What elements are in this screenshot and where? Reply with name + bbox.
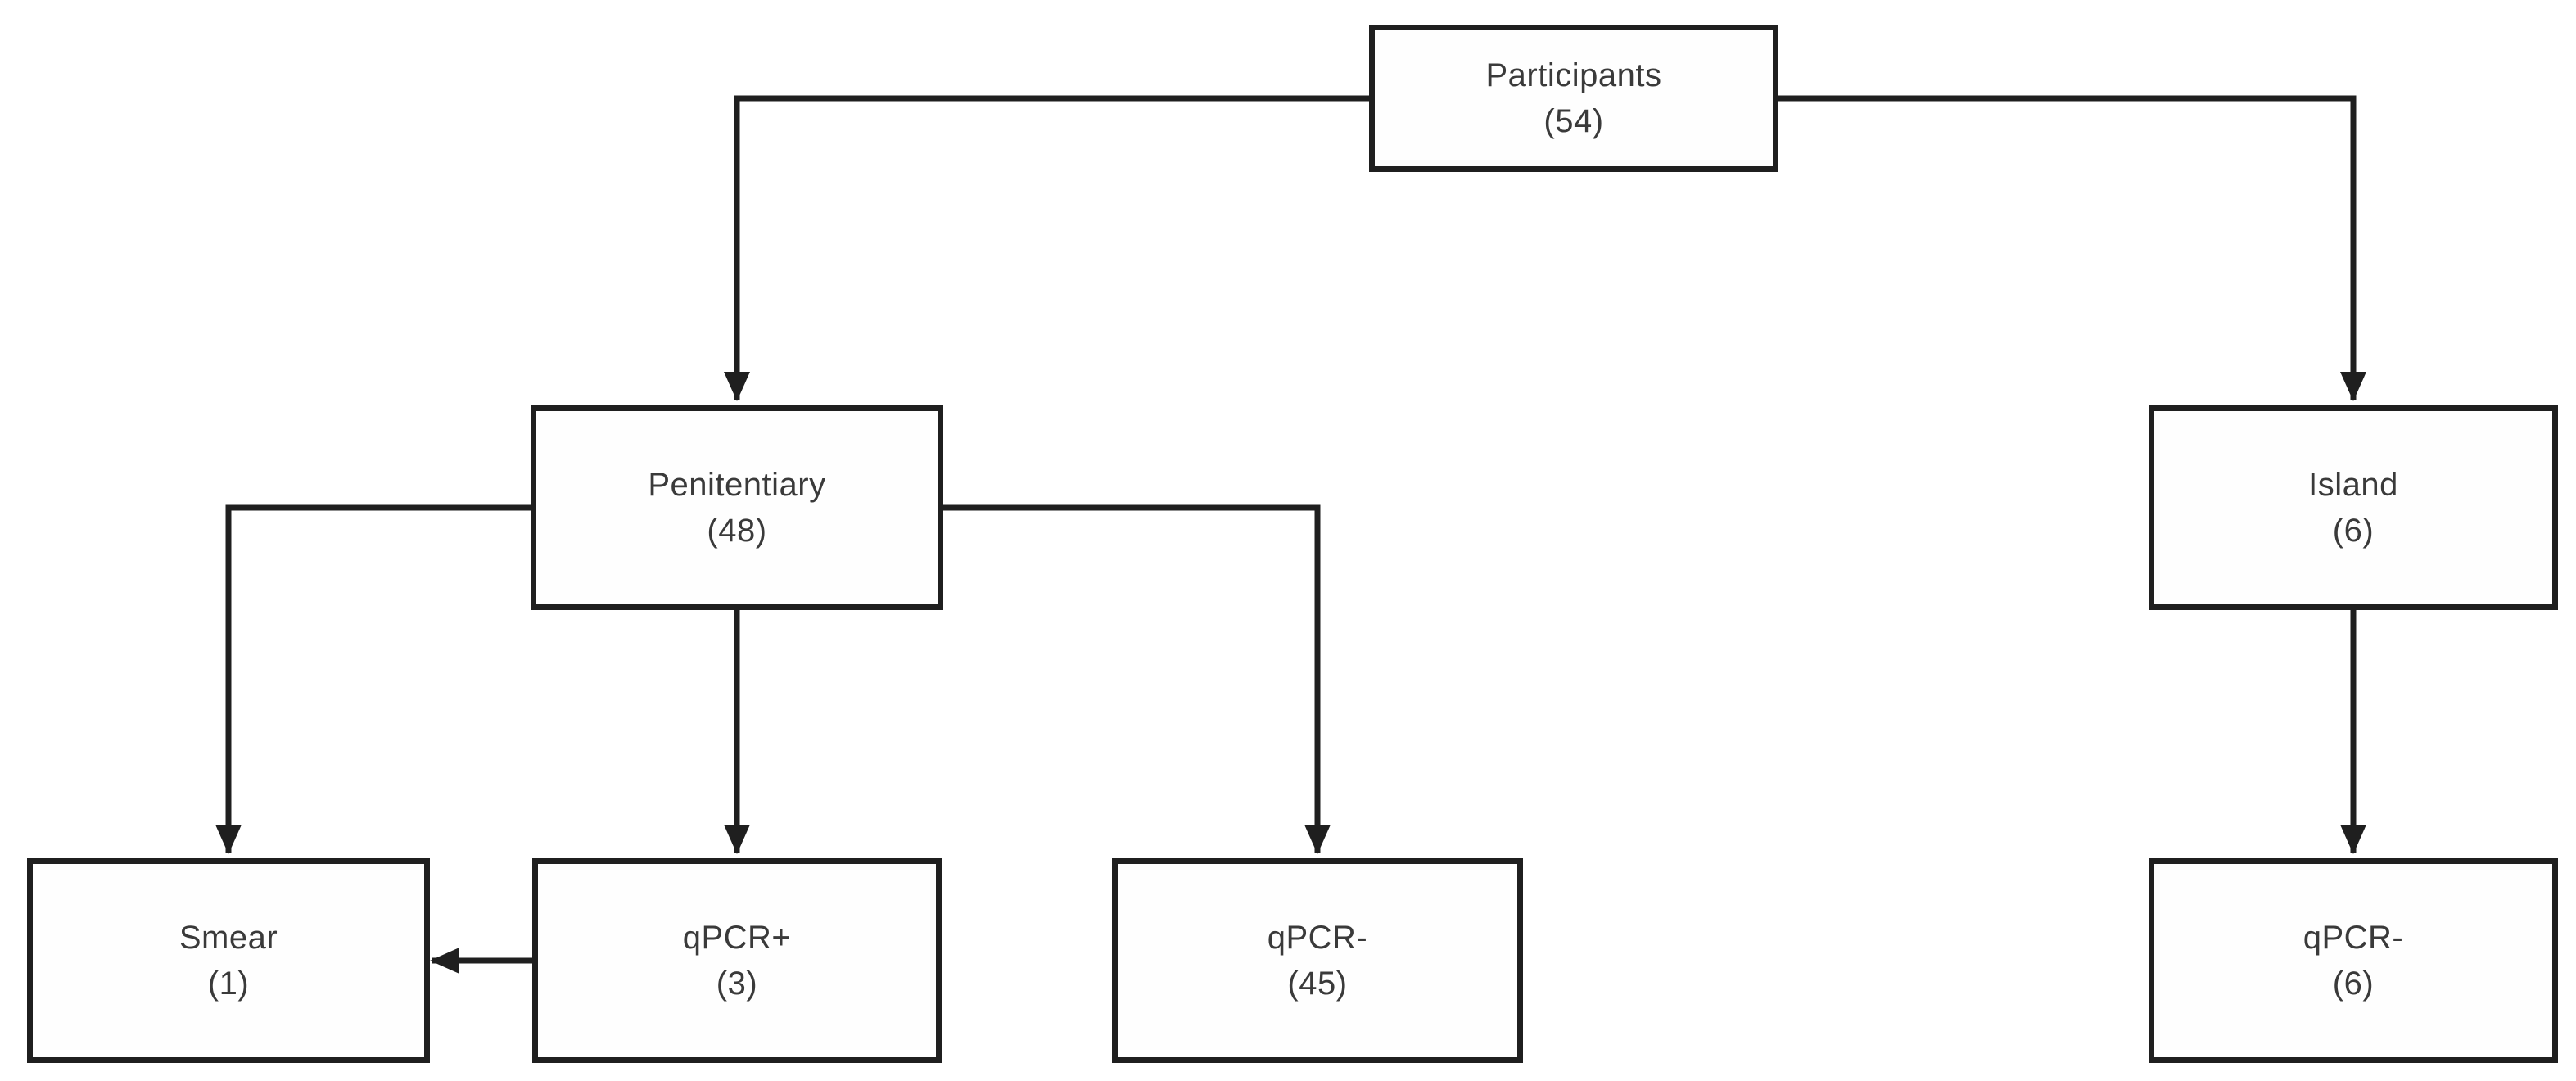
- node-qpcr-positive-count: (3): [716, 966, 758, 1002]
- node-qpcr-negative-penitentiary-label: qPCR-: [1267, 920, 1368, 956]
- node-smear: Smear (1): [27, 858, 430, 1063]
- node-participants-count: (54): [1543, 103, 1604, 139]
- node-smear-label: Smear: [179, 920, 278, 956]
- node-qpcr-positive-label: qPCR+: [682, 920, 792, 956]
- node-qpcr-negative-penitentiary-count: (45): [1287, 966, 1348, 1002]
- node-smear-count: (1): [207, 966, 250, 1002]
- node-island: Island (6): [2149, 405, 2558, 610]
- edge-penitentiary-qpcr-negative: [943, 504, 1331, 854]
- node-island-count: (6): [2332, 513, 2375, 549]
- node-qpcr-negative-island-label: qPCR-: [2303, 920, 2404, 956]
- node-penitentiary: Penitentiary (48): [531, 405, 943, 610]
- node-qpcr-negative-island-count: (6): [2332, 966, 2375, 1002]
- node-penitentiary-label: Penitentiary: [648, 467, 826, 503]
- node-participants: Participants (54): [1369, 25, 1778, 172]
- edge-participants-island: [1778, 95, 2366, 401]
- node-qpcr-negative-penitentiary: qPCR- (45): [1112, 858, 1523, 1063]
- node-penitentiary-count: (48): [707, 513, 767, 549]
- edge-penitentiary-smear: [215, 504, 531, 854]
- node-island-label: Island: [2308, 467, 2398, 503]
- node-participants-label: Participants: [1485, 57, 1662, 93]
- edge-participants-penitentiary: [724, 95, 1369, 401]
- node-qpcr-negative-island: qPCR- (6): [2149, 858, 2558, 1063]
- node-qpcr-positive: qPCR+ (3): [532, 858, 942, 1063]
